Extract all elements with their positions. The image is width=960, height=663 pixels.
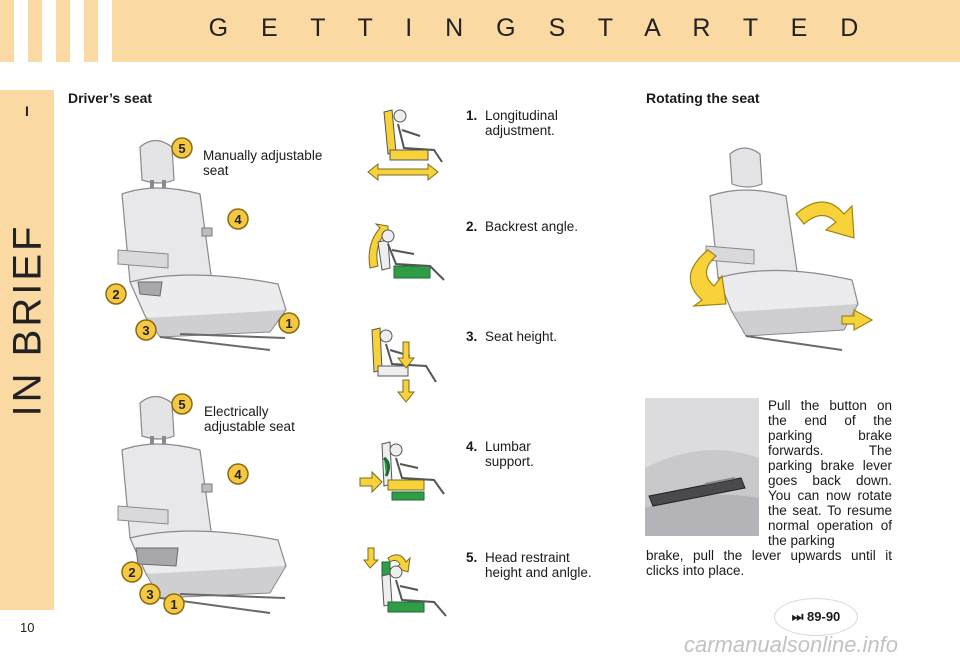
- callout-5: 5: [171, 137, 193, 159]
- svg-text:4: 4: [234, 212, 242, 227]
- callout-1: 1: [163, 593, 185, 615]
- page-reference-badge: ⏭ 89-90: [774, 598, 858, 636]
- adjustment-item-1: 1. Longitudinal adjustment.: [466, 108, 606, 138]
- callout-5: 5: [171, 393, 193, 415]
- callout-4: 4: [227, 208, 249, 230]
- adjustment-text: Head restraint height and anlgle.: [485, 550, 592, 580]
- adjustment-number: 5.: [466, 550, 478, 565]
- head-restraint-icon: [363, 547, 447, 617]
- adjustment-item-4: 4. Lumbar support.: [466, 439, 606, 469]
- svg-text:2: 2: [112, 287, 119, 302]
- adjustment-number: 2.: [466, 219, 478, 234]
- lumbar-support-icon: [359, 441, 445, 501]
- adjustment-text: Backrest angle.: [485, 219, 579, 234]
- adjustment-number: 3.: [466, 329, 478, 344]
- stripe: [14, 0, 28, 62]
- adjustment-item-5: 5. Head restraint height and anlgle.: [466, 550, 606, 580]
- callout-3: 3: [135, 319, 157, 341]
- svg-text:5: 5: [178, 397, 185, 412]
- adjustment-text: Longitudinal adjustment.: [485, 108, 558, 138]
- callout-1: 1: [278, 312, 300, 334]
- svg-text:4: 4: [234, 467, 242, 482]
- manual-seat-callouts: 5 4 2 3 1: [105, 137, 300, 341]
- manual-seat-label: Manually adjustable seat: [203, 148, 323, 178]
- page-title: G E T T I N G S T A R T E D: [208, 14, 872, 42]
- header-stripes: [0, 0, 120, 62]
- sidebar-band: [0, 90, 54, 610]
- svg-text:5: 5: [178, 141, 185, 156]
- adjustment-item-2: 2. Backrest angle.: [466, 219, 606, 234]
- electric-seat-callouts: 5 4 2 3 1: [121, 393, 249, 615]
- callout-4: 4: [227, 463, 249, 485]
- stripe: [70, 0, 84, 62]
- rotating-seat-heading: Rotating the seat: [646, 90, 760, 106]
- adjustment-number: 1.: [466, 108, 478, 123]
- drivers-seat-heading: Driver’s seat: [68, 90, 153, 106]
- seat-height-icon: [371, 327, 437, 403]
- svg-text:1: 1: [285, 316, 292, 331]
- adjustment-text: Lumbar support.: [485, 439, 534, 469]
- fast-forward-icon: ⏭: [791, 609, 804, 624]
- electric-seat-illustration: [117, 395, 287, 614]
- electric-seat-label: Electrically adjustable seat: [204, 404, 295, 434]
- stripe: [42, 0, 56, 62]
- parking-brake-photo: [645, 398, 759, 536]
- longitudinal-adjustment-icon: [367, 109, 443, 182]
- callout-2: 2: [105, 283, 127, 305]
- callout-3: 3: [139, 583, 161, 605]
- page-reference: 89-90: [807, 609, 841, 624]
- svg-text:3: 3: [142, 323, 149, 338]
- rotating-seat-illustration: [689, 147, 874, 351]
- stripe: [98, 0, 112, 62]
- adjustment-text: Seat height.: [485, 329, 558, 344]
- svg-text:3: 3: [146, 587, 153, 602]
- svg-text:1: 1: [170, 597, 177, 612]
- rotating-instructions: Pull the button on the end of the parkin…: [768, 398, 892, 548]
- adjustment-number: 4.: [466, 439, 478, 454]
- manual-seat-illustration: [117, 139, 287, 351]
- backrest-angle-icon: [368, 223, 445, 281]
- rotating-instructions-end: brake, pull the lever upwards until it c…: [646, 548, 892, 578]
- callout-2: 2: [121, 561, 143, 583]
- page-number: 10: [20, 620, 35, 635]
- section-number: I: [25, 103, 29, 119]
- section-title: IN BRIEF: [5, 223, 50, 417]
- adjustment-item-3: 3. Seat height.: [466, 329, 606, 344]
- header-band: G E T T I N G S T A R T E D: [0, 0, 960, 62]
- watermark: carmanualsonline.info: [684, 632, 899, 657]
- svg-text:2: 2: [128, 565, 135, 580]
